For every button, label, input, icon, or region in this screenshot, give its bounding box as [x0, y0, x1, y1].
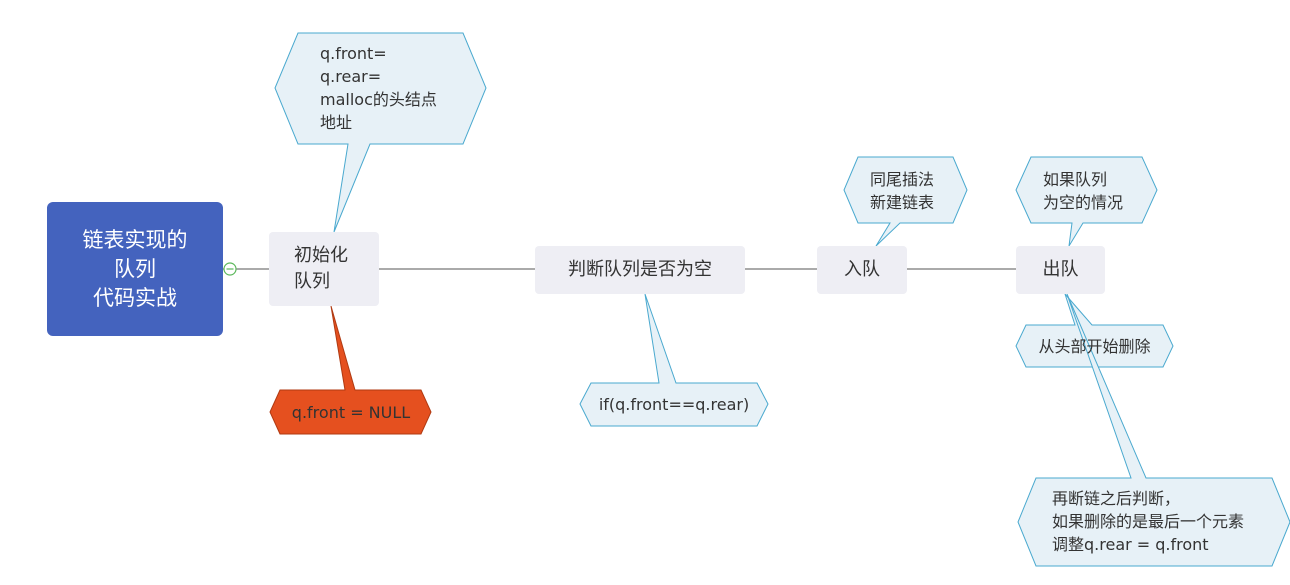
- root-topic[interactable]: 链表实现的 队列 代码实战: [47, 202, 223, 336]
- callout-enqueue-tail-shape: [843, 156, 968, 247]
- callout-dequeue-adjust-text[interactable]: 再断链之后判断， 如果删除的是最后一个元素 调整q.rear = q.front: [1052, 489, 1245, 554]
- callout-init-null-text[interactable]: q.front = NULL: [291, 402, 411, 422]
- callout-empty-condition-shape: [579, 293, 769, 427]
- callout-init-address-text[interactable]: q.front= q.rear= malloc的头结点 地址: [320, 44, 437, 132]
- callout-dequeue-empty-shape: [1015, 156, 1158, 247]
- callout-init-address-shape: [274, 32, 487, 233]
- topic-is-empty[interactable]: 判断队列是否为空: [535, 246, 745, 294]
- callout-empty-condition-text[interactable]: if(q.front==q.rear): [598, 395, 750, 414]
- callout-enqueue-tail-text[interactable]: 同尾插法 新建链表: [870, 170, 935, 212]
- topic-init-queue[interactable]: 初始化 队列: [269, 232, 379, 306]
- callout-dequeue-head-text[interactable]: 从头部开始删除: [1038, 336, 1151, 356]
- callout-dequeue-empty-text[interactable]: 如果队列 为空的情况: [1043, 170, 1124, 212]
- callout-init-null-shape: [269, 305, 432, 435]
- topic-enqueue[interactable]: 入队: [817, 246, 907, 294]
- topic-dequeue[interactable]: 出队: [1016, 246, 1105, 294]
- callout-dequeue-adjust-shape: [1017, 293, 1290, 567]
